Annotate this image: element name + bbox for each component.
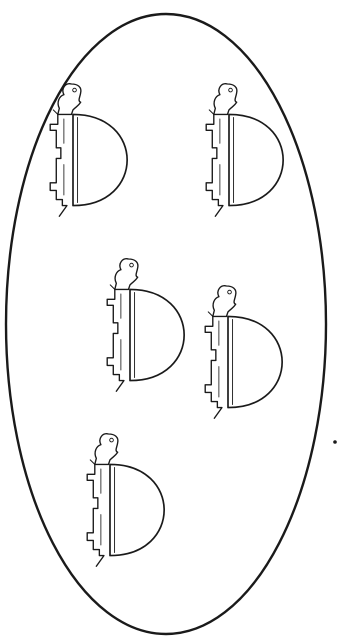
stray-dot-mark bbox=[333, 440, 337, 444]
container-oval bbox=[6, 14, 326, 634]
turtle-drawing-1 bbox=[50, 84, 127, 216]
turtle-drawing-2 bbox=[206, 84, 283, 216]
turtle-drawing-3 bbox=[107, 259, 184, 391]
turtle-drawing-5 bbox=[87, 434, 164, 566]
turtle-drawing-4 bbox=[205, 286, 282, 418]
